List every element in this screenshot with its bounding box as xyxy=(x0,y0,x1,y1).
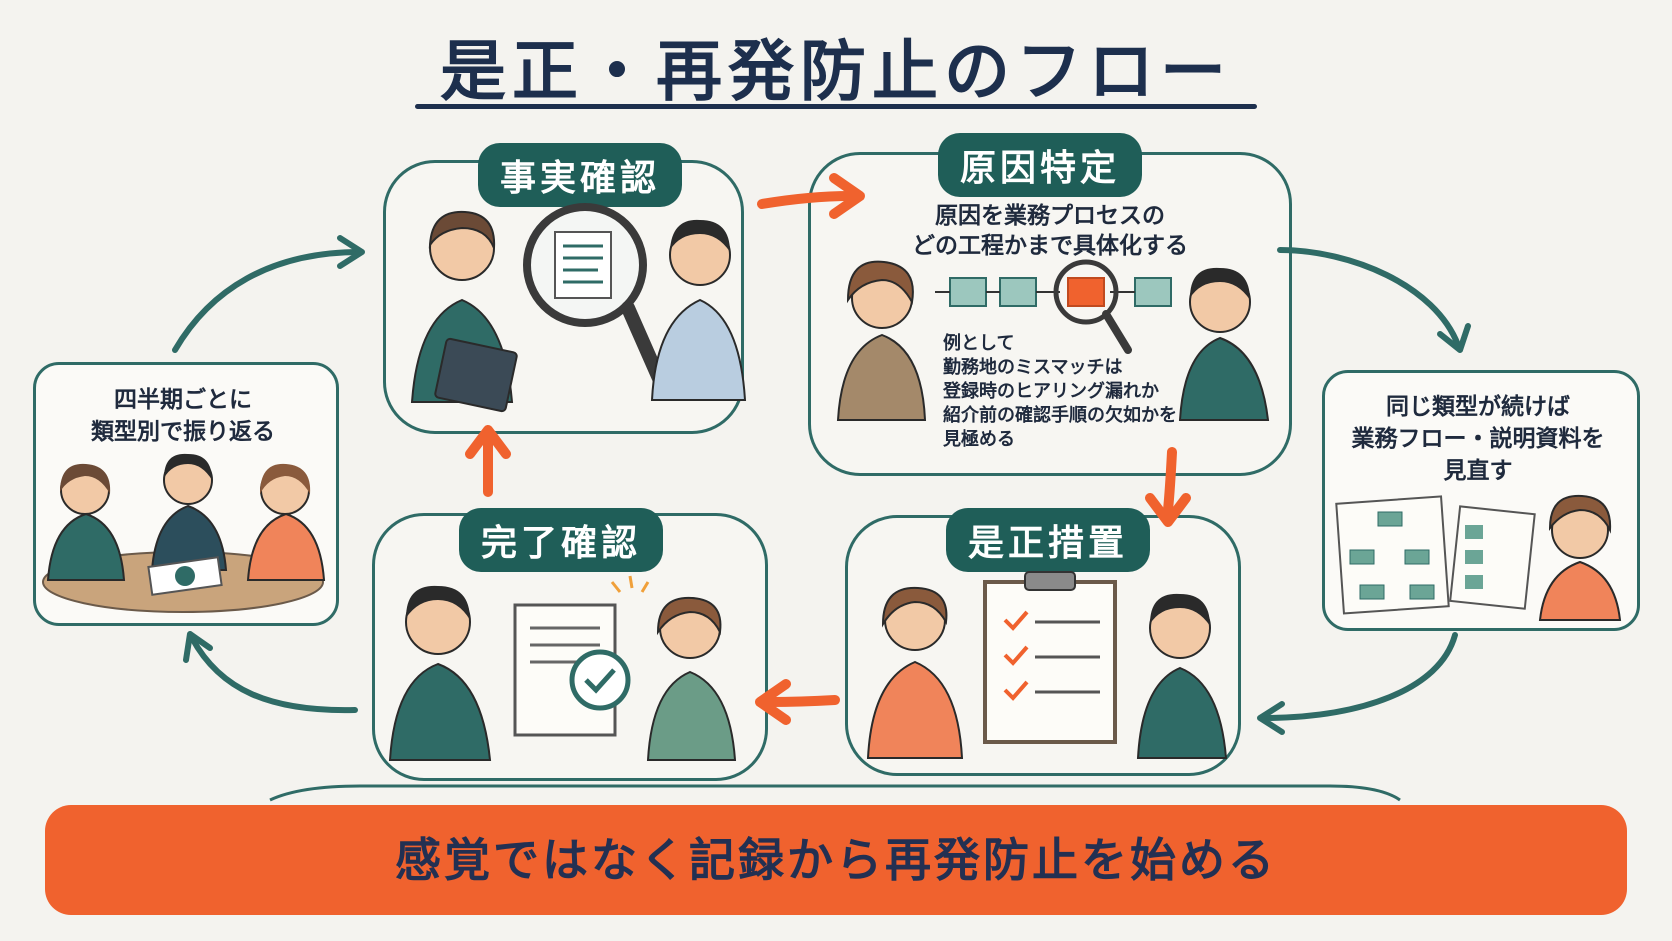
side-left-line2: 類型別で振り返る xyxy=(91,419,275,445)
page-title: 是正・再発防止のフロー xyxy=(440,33,1232,110)
label-completion-check: 完了確認 xyxy=(459,508,664,572)
fact-check-illustration xyxy=(410,203,747,413)
arrow-cause-to-right xyxy=(1277,247,1461,348)
arrow-cause-to-right-head xyxy=(1437,323,1471,353)
arrow-completion-to-left-head xyxy=(183,631,213,663)
example-line: 見極める xyxy=(943,429,1015,450)
cause-description-line2: どの工程かまで具体化する xyxy=(912,233,1188,259)
arrow-cause-to-action-head xyxy=(1145,493,1191,527)
arrow-fact-to-cause xyxy=(757,191,855,209)
arrow-action-to-completion-head xyxy=(755,679,791,725)
example-line: 勤務地のミスマッチは xyxy=(943,357,1123,378)
conclusion-banner: 感覚ではなく記録から再発防止を始める xyxy=(45,805,1627,915)
title-underline xyxy=(415,104,1257,109)
arrow-right-to-action xyxy=(1259,632,1458,721)
arrow-fact-to-cause-head xyxy=(829,173,865,219)
arrow-left-to-fact xyxy=(172,249,363,353)
arrow-completion-to-fact-head xyxy=(465,425,511,459)
side-left-line1: 四半期ごとに xyxy=(114,387,252,413)
side-right-line2: 業務フロー・説明資料を xyxy=(1351,426,1605,452)
cause-description-line1: 原因を業務プロセスの xyxy=(935,203,1165,229)
example-line: 例として xyxy=(943,333,1015,354)
label-fact-check: 事実確認 xyxy=(478,143,683,207)
corrective-action-illustration xyxy=(866,571,1228,759)
label-cause-identification: 原因特定 xyxy=(938,133,1143,197)
completion-check-illustration xyxy=(388,575,737,761)
cause-example-text: 例として 勤務地のミスマッチは 登録時のヒアリング漏れか 紹介前の確認手順の欠如… xyxy=(943,332,1177,452)
arrow-action-to-completion xyxy=(765,695,840,707)
example-line: 紹介前の確認手順の欠如かを xyxy=(943,405,1177,426)
arrow-left-to-fact-head xyxy=(337,235,365,269)
flow-review-illustration xyxy=(1335,494,1622,621)
cause-identification-illustration xyxy=(836,259,1270,421)
arrow-right-to-action-head xyxy=(1257,701,1285,735)
side-right-line1: 同じ類型が続けば xyxy=(1386,394,1570,420)
side-right-line3: 見直す xyxy=(1443,458,1513,484)
quarterly-review-illustration xyxy=(42,453,326,613)
arrow-completion-to-left xyxy=(189,635,358,714)
example-line: 登録時のヒアリング漏れか xyxy=(943,381,1159,402)
label-corrective-action: 是正措置 xyxy=(946,508,1151,572)
arrow-cause-to-action xyxy=(1163,447,1177,515)
